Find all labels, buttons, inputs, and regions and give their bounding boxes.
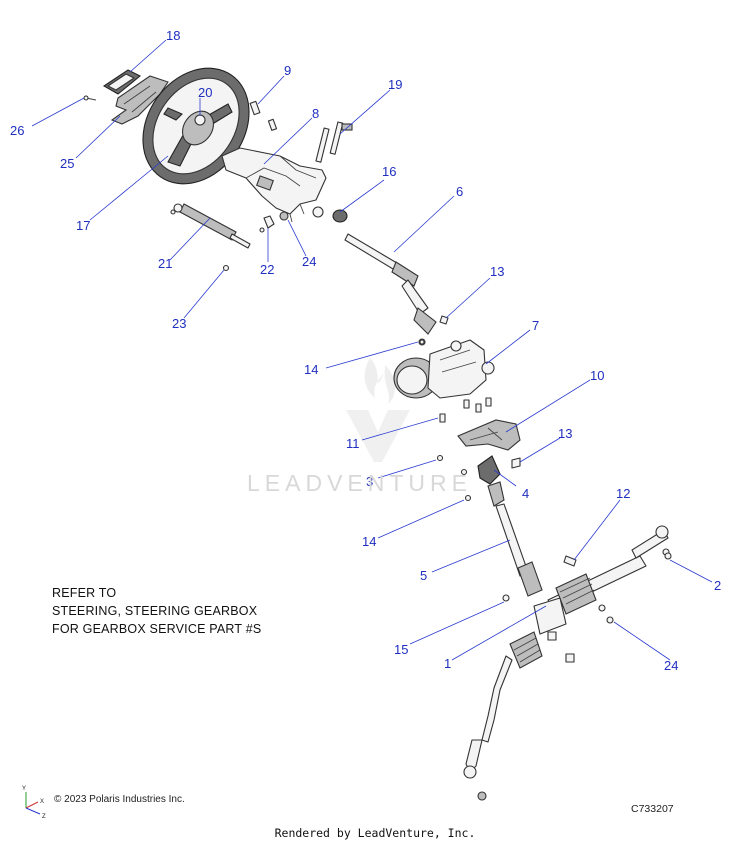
callout-14-upper: 14 — [304, 362, 318, 377]
callout-21: 21 — [158, 256, 172, 271]
copyright-text: © 2023 Polaris Industries Inc. — [54, 794, 185, 805]
nut-24-upper — [279, 211, 289, 221]
washer-23 — [222, 264, 230, 272]
upper-steering-shaft — [344, 233, 437, 335]
steering-wheel — [142, 67, 250, 185]
service-note: REFER TO STEERING, STEERING GEARBOX FOR … — [52, 584, 261, 638]
column-bracket — [221, 147, 327, 223]
callout-labels: 18 9 19 20 8 26 25 16 6 17 21 22 24 13 2… — [10, 28, 721, 673]
callout-6: 6 — [456, 184, 463, 199]
callout-19: 19 — [388, 77, 402, 92]
callout-10: 10 — [590, 368, 604, 383]
screw-26 — [83, 95, 97, 101]
callout-4: 4 — [522, 486, 529, 501]
axis-triad: Y X Z — [22, 786, 46, 820]
callout-24-lower: 24 — [664, 658, 678, 673]
callout-16: 16 — [382, 164, 396, 179]
callout-20: 20 — [198, 85, 212, 100]
washer-15 — [502, 594, 510, 602]
callout-11: 11 — [346, 436, 360, 451]
bolt-22 — [259, 215, 275, 233]
nut-2 — [664, 552, 672, 560]
callout-8: 8 — [312, 106, 319, 121]
watermark-text: LEADVENTURE — [247, 470, 472, 496]
bolts-11 — [439, 397, 492, 423]
bushing-16 — [312, 206, 348, 223]
callout-26: 26 — [10, 123, 24, 138]
service-note-line-1: REFER TO — [52, 586, 117, 600]
bolt-9 — [249, 100, 278, 131]
callout-1: 1 — [444, 656, 451, 671]
callout-25: 25 — [60, 156, 74, 171]
eps-mount-bracket — [457, 419, 521, 451]
bolt-13-lower — [511, 457, 521, 469]
power-steering-unit — [393, 338, 495, 399]
steering-rack — [463, 525, 670, 801]
callout-12: 12 — [616, 486, 630, 501]
callout-17: 17 — [76, 218, 90, 233]
washer-14-upper — [419, 339, 425, 345]
callout-7: 7 — [532, 318, 539, 333]
bolt-12 — [563, 555, 577, 567]
drawing-code: C733207 — [631, 803, 674, 815]
leader-lines — [31, 39, 713, 661]
axis-y-label: Y — [22, 786, 26, 792]
bolt-3 — [436, 454, 468, 476]
axis-x-label: X — [40, 799, 44, 805]
callout-24-upper: 24 — [302, 254, 316, 269]
callout-13-lower: 13 — [558, 426, 572, 441]
callout-22: 22 — [260, 262, 274, 277]
service-note-line-2: STEERING, STEERING GEARBOX — [52, 604, 258, 618]
horn-pad — [102, 69, 142, 95]
callout-14-lower: 14 — [362, 534, 376, 549]
pivot-pins — [315, 121, 353, 163]
callout-23: 23 — [172, 316, 186, 331]
service-note-line-3: FOR GEARBOX SERVICE PART #S — [52, 622, 262, 636]
gas-strut — [170, 203, 251, 249]
callout-2: 2 — [714, 578, 721, 593]
nut-24-lower — [606, 616, 614, 624]
callout-15: 15 — [394, 642, 408, 657]
axis-z-label: Z — [42, 814, 46, 820]
callout-13-upper: 13 — [490, 264, 504, 279]
watermark-logo — [346, 358, 410, 462]
washer-14-lower — [464, 494, 472, 502]
rendered-by-text: Rendered by LeadVenture, Inc. — [274, 826, 476, 840]
callout-3: 3 — [366, 474, 373, 489]
callout-9: 9 — [284, 63, 291, 78]
callout-18: 18 — [166, 28, 180, 43]
lower-steering-shaft — [487, 481, 543, 597]
steering-bezel — [110, 75, 169, 125]
callout-5: 5 — [420, 568, 427, 583]
steering-boot — [477, 455, 501, 485]
